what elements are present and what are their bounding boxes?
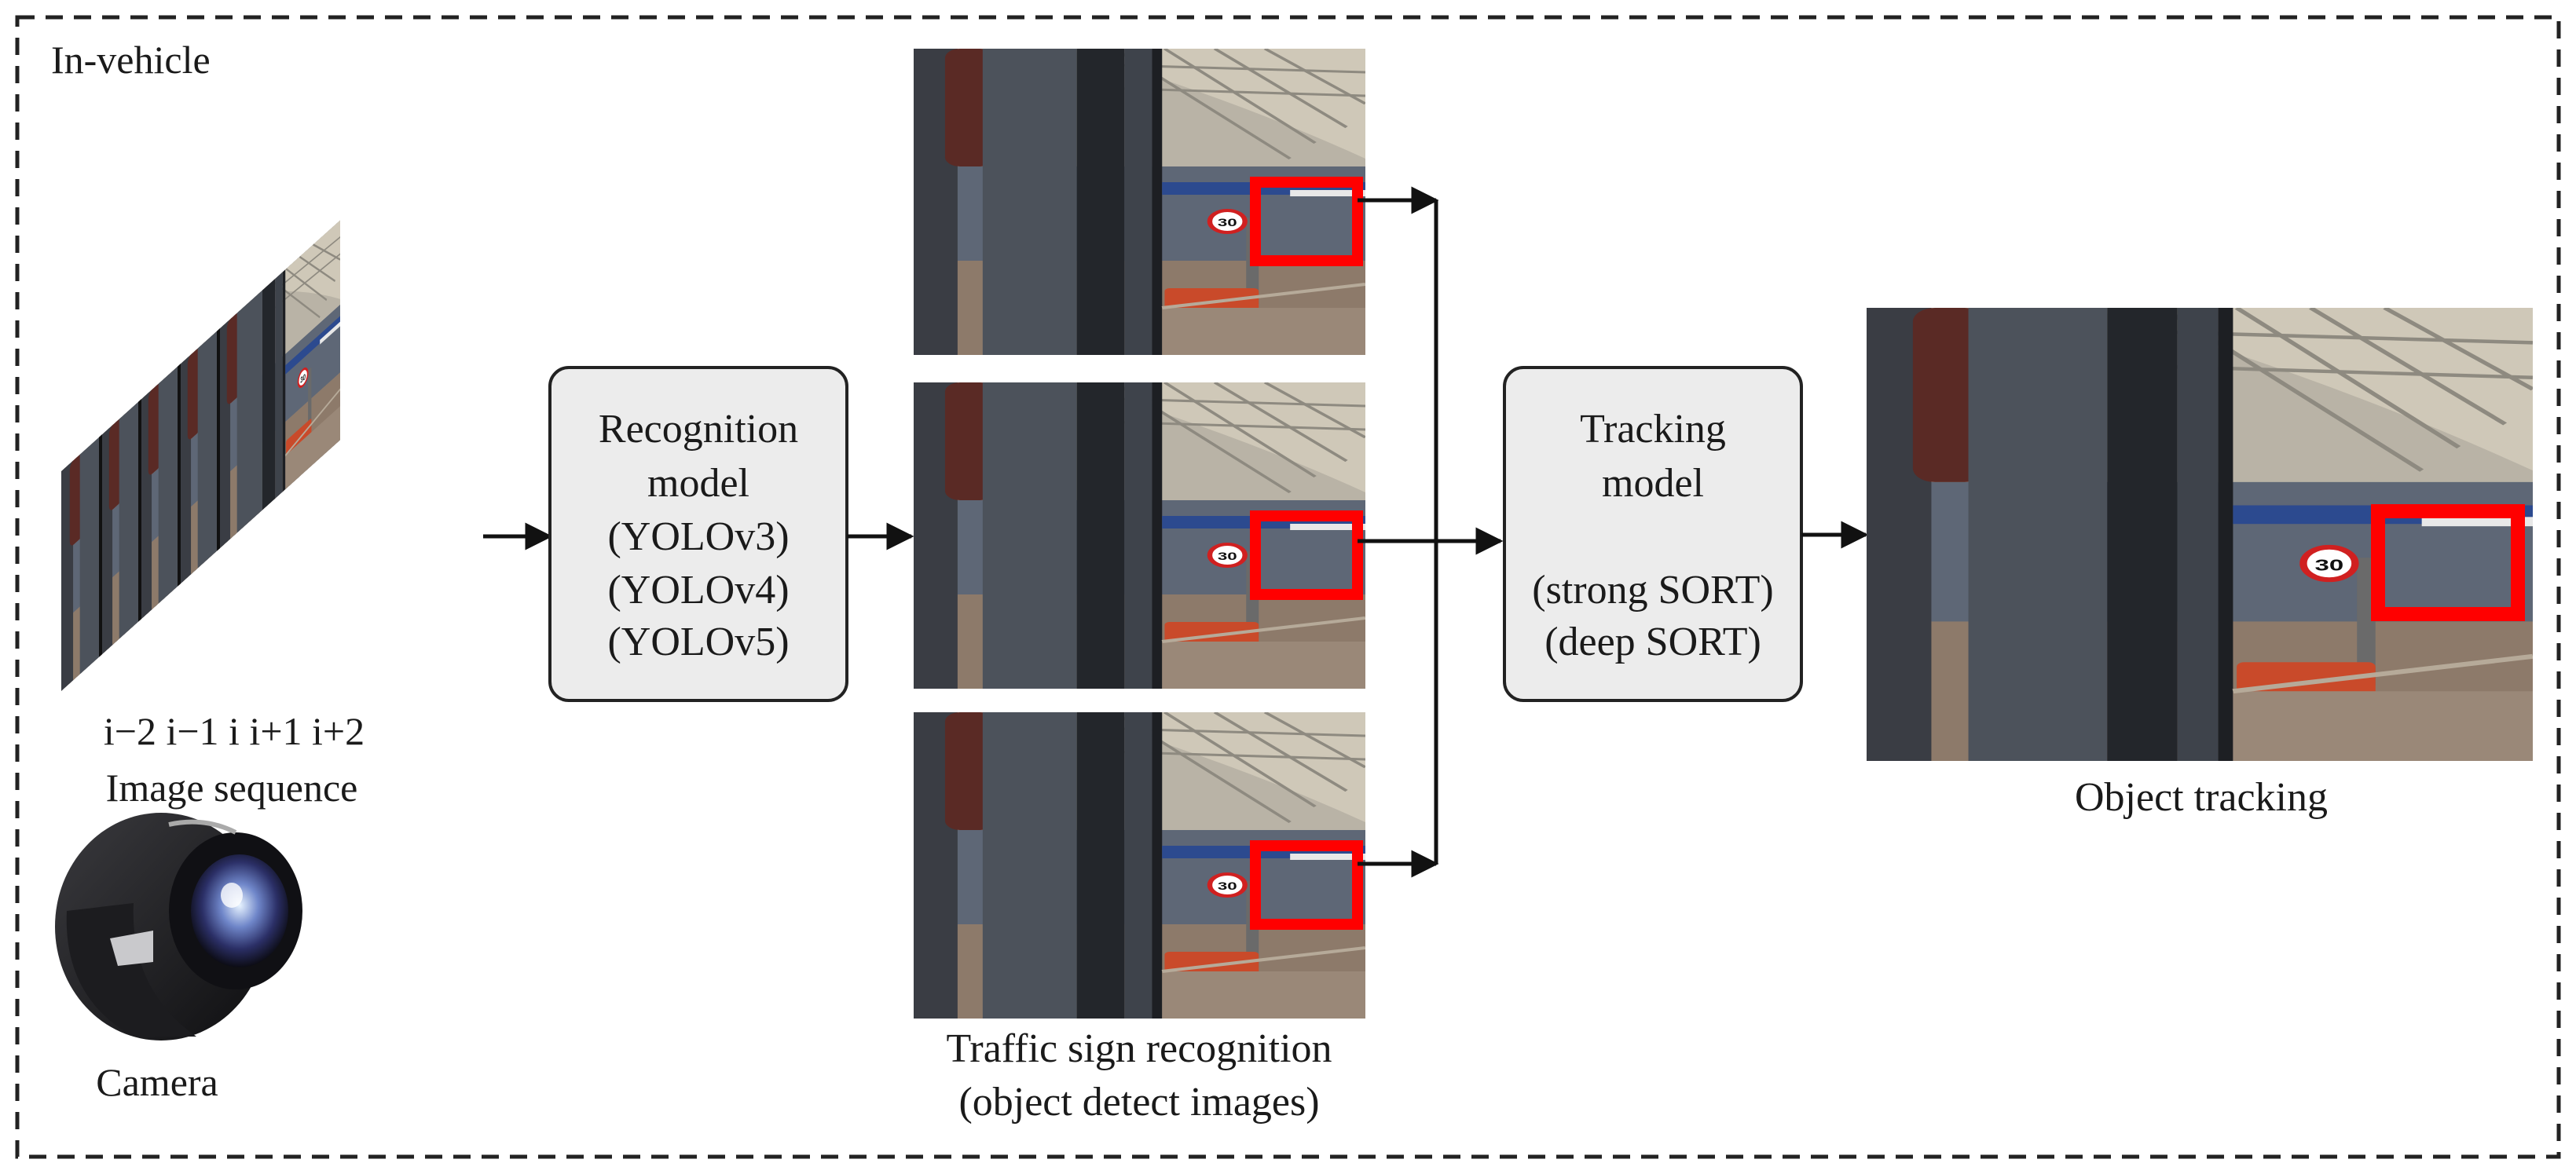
camera-caption: Camera [96, 1060, 218, 1104]
detection-image-2 [914, 382, 1365, 689]
detection-image-1 [914, 49, 1365, 355]
detections-caption-line-1: Traffic sign recognition [946, 1026, 1332, 1071]
detection-image-3 [914, 712, 1365, 1019]
camera-icon [55, 813, 302, 1041]
in-vehicle-container [15, 15, 2561, 1159]
object-tracking-image [1867, 308, 2533, 761]
tracking-line-2: model [1602, 461, 1704, 506]
detections-caption-line-2: (object detect images) [958, 1080, 1319, 1125]
recognition-model-box: Recognition model (YOLOv3) (YOLOv4) (YOL… [548, 366, 848, 702]
tracking-line-1: Tracking [1580, 407, 1726, 452]
tracking-line-5: (deep SORT) [1545, 620, 1761, 664]
recognition-line-3: (YOLOv3) [607, 514, 789, 559]
recognition-line-1: Recognition [599, 407, 798, 452]
image-sequence-stack [61, 220, 340, 691]
recognition-line-4: (YOLOv4) [607, 568, 789, 613]
image-sequence-caption: Image sequence [106, 766, 358, 810]
recognition-line-5: (YOLOv5) [607, 620, 789, 664]
object-tracking-caption: Object tracking [2075, 775, 2328, 820]
detection-highlight-2 [1250, 510, 1363, 600]
tracking-line-4: (strong SORT) [1532, 568, 1773, 613]
container-label: In-vehicle [51, 38, 211, 82]
detection-highlight-1 [1250, 177, 1363, 266]
frame-index-labels: i−2 i−1 i i+1 i+2 [104, 709, 365, 753]
merge-connectors [1358, 186, 1504, 878]
detection-highlight-3 [1250, 840, 1363, 930]
tracking-model-box: Tracking model (strong SORT) (deep SORT) [1503, 366, 1803, 702]
tracking-highlight [2371, 504, 2525, 621]
recognition-line-2: model [647, 461, 749, 506]
